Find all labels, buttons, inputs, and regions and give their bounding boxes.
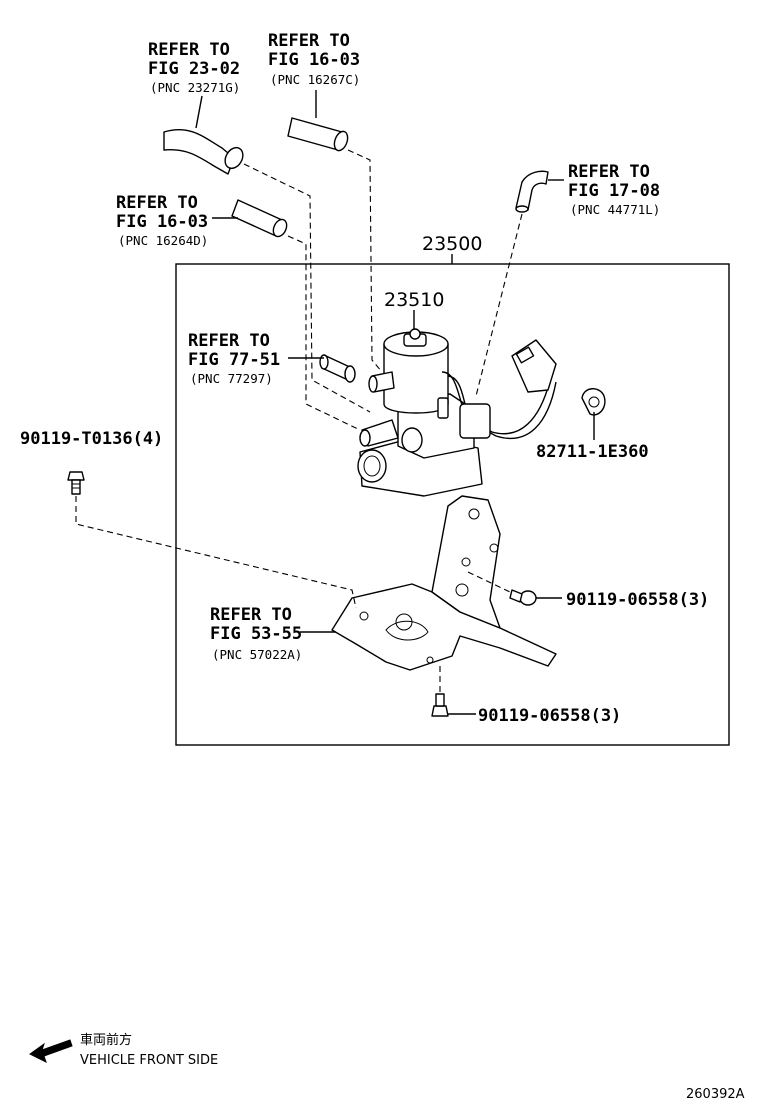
dash-44771l xyxy=(475,213,523,397)
ref-16-03-left-line2: FIG 16-03 xyxy=(116,212,208,232)
vehicle-front-arrow-icon xyxy=(29,1039,73,1063)
ref-53-55-pnc: (PNC 57022A) xyxy=(212,647,302,662)
ref-17-08-pnc: (PNC 44771L) xyxy=(570,202,660,217)
part-number-t0136: 90119-T0136(4) xyxy=(20,429,163,449)
part-number-06558-right: 90119-06558(3) xyxy=(566,590,709,610)
ref-16-03-top-line2: FIG 16-03 xyxy=(268,50,360,70)
bolt-06558-bottom xyxy=(431,693,449,717)
valve-assembly xyxy=(357,328,557,497)
ref-53-55-line1: REFER TO xyxy=(210,605,292,625)
ref-77-51-pnc: (PNC 77297) xyxy=(190,371,273,386)
ref-77-51-line1: REFER TO xyxy=(188,331,270,351)
ref-17-08-line2: FIG 17-08 xyxy=(568,181,660,201)
ref-23-02-line2: FIG 23-02 xyxy=(148,59,240,79)
fitting-77297 xyxy=(319,354,356,383)
ref-23-02-line1: REFER TO xyxy=(148,40,230,60)
ref-17-08-line1: REFER TO xyxy=(568,162,650,182)
hose-44771l xyxy=(515,170,549,213)
part-number-06558-bottom: 90119-06558(3) xyxy=(478,706,621,726)
dash-t0136 xyxy=(75,496,357,609)
part-number-23500: 23500 xyxy=(422,233,482,255)
ref-16-03-top-line1: REFER TO xyxy=(268,31,350,51)
vehicle-front-en: VEHICLE FRONT SIDE xyxy=(80,1053,218,1068)
part-number-23510: 23510 xyxy=(384,289,444,311)
ref-16-03-top-pnc: (PNC 16267C) xyxy=(270,72,360,87)
hose-16267c xyxy=(287,117,349,152)
dash-06558-right xyxy=(467,571,511,593)
hose-23271g xyxy=(163,128,244,175)
leader-23271g xyxy=(195,95,203,129)
figure-code: 260392A xyxy=(686,1087,745,1102)
bolt-06558-right xyxy=(509,589,537,606)
ref-53-55-line2: FIG 53-55 xyxy=(210,624,302,644)
ref-16-03-left-pnc: (PNC 16264D) xyxy=(118,233,208,248)
ref-77-51-line2: FIG 77-51 xyxy=(188,350,280,370)
dash-23271g xyxy=(243,163,371,413)
ref-23-02-pnc: (PNC 23271G) xyxy=(150,80,240,95)
bolt-t0136 xyxy=(67,471,85,495)
ref-16-03-left-line1: REFER TO xyxy=(116,193,198,213)
clip-82711 xyxy=(581,388,606,416)
part-number-82711: 82711-1E360 xyxy=(536,442,649,462)
dash-16267c xyxy=(347,149,383,373)
hose-16264d xyxy=(231,199,288,238)
vehicle-front-jp: 車両前方 xyxy=(80,1032,132,1048)
bracket-57022a xyxy=(331,495,557,671)
